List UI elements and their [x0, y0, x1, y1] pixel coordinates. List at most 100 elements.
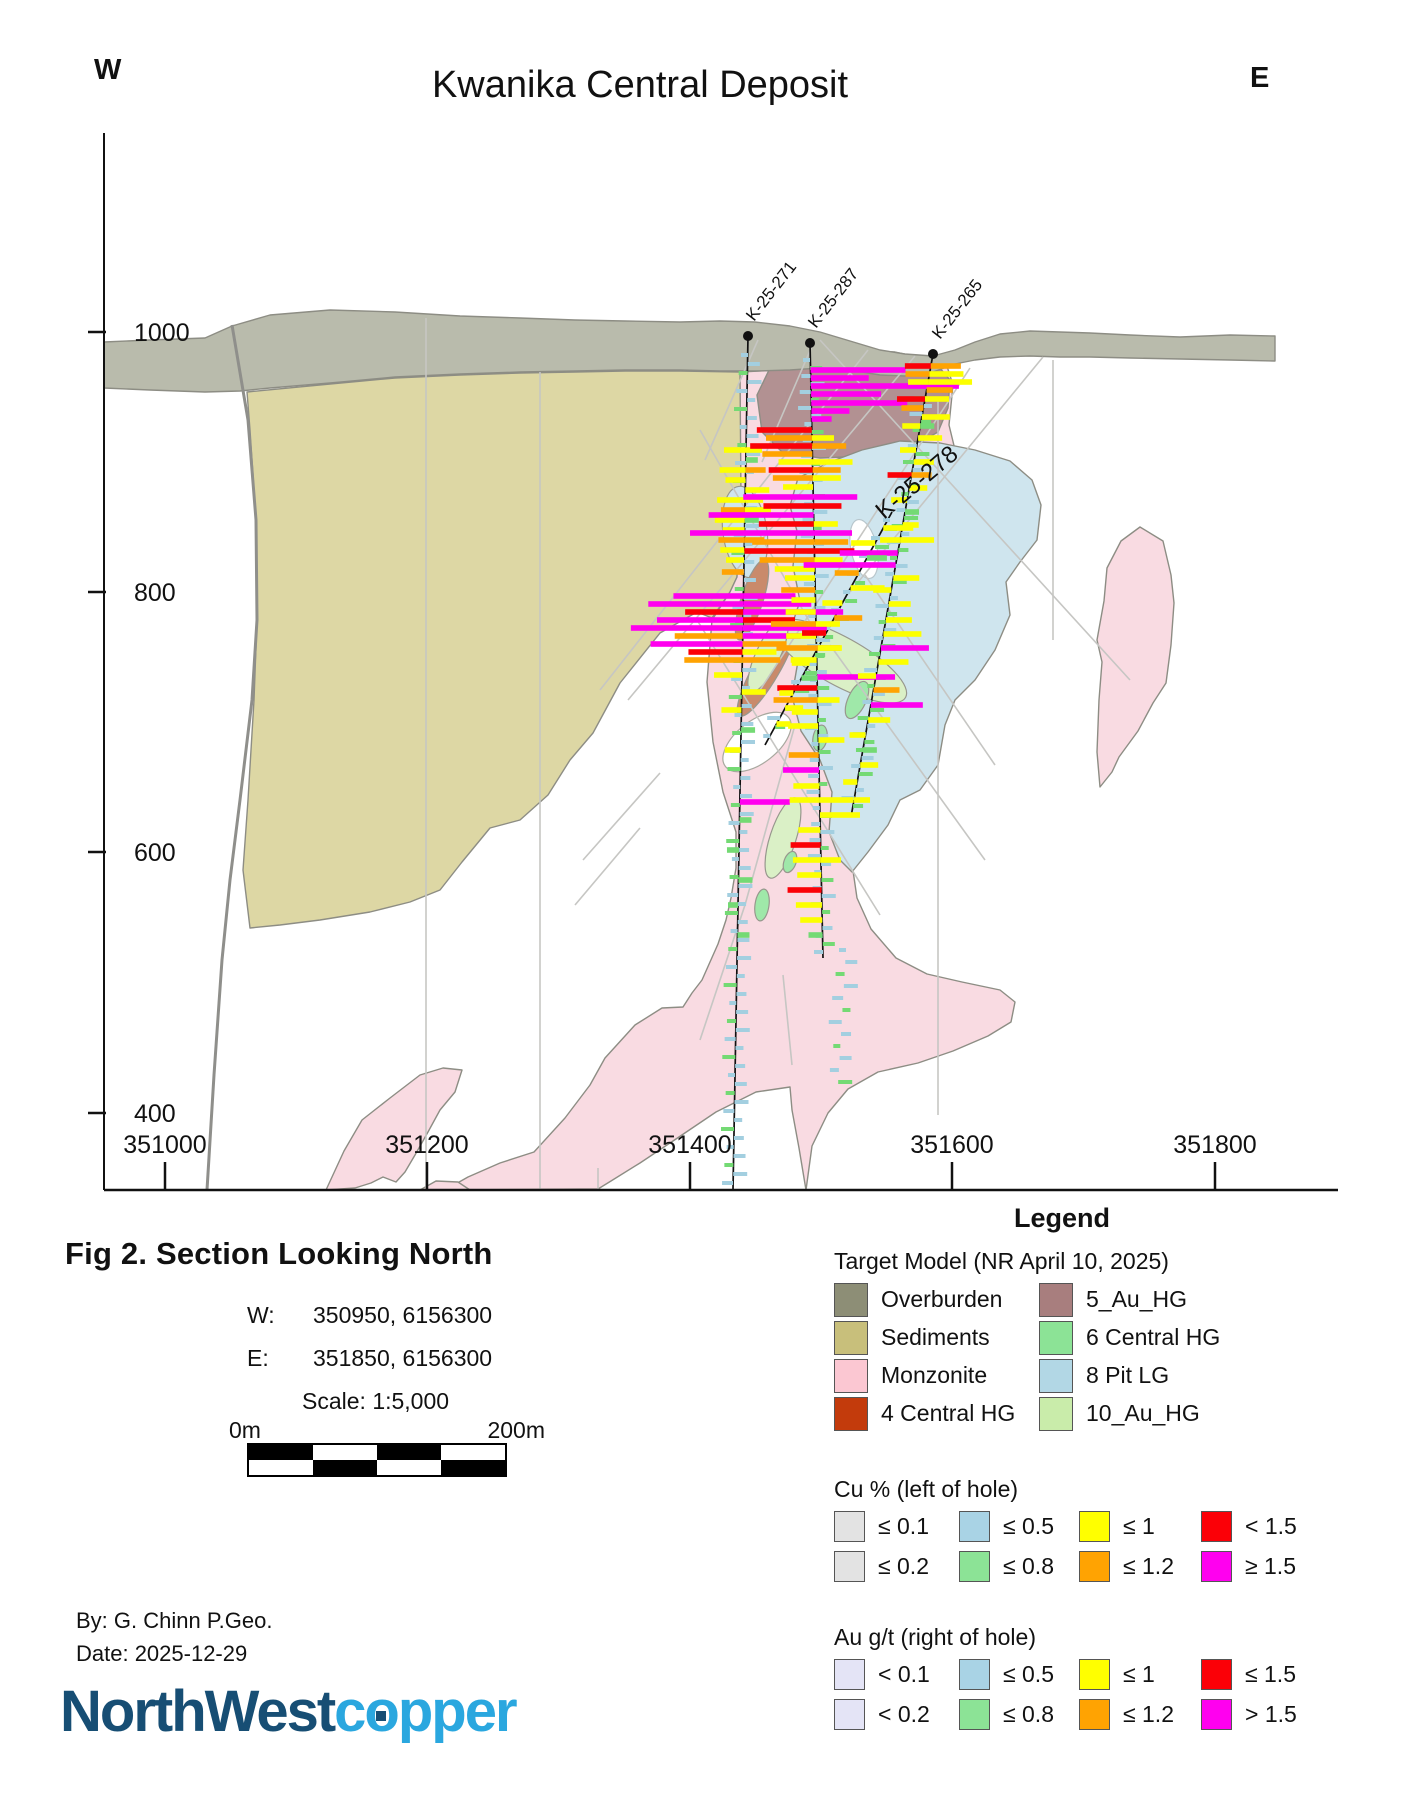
legend-item: ≤ 0.5: [959, 1510, 1079, 1542]
legend-label: ≤ 1.2: [1123, 1700, 1174, 1727]
coord-row-east: E: 351850, 6156300: [247, 1345, 665, 1372]
legend-item: ≤ 1.2: [1079, 1550, 1201, 1582]
credits: By: G. Chinn P.Geo. Date: 2025-12-29: [76, 1604, 272, 1670]
coord-east-label: E:: [247, 1345, 269, 1371]
legend-label: ≤ 1.5: [1245, 1660, 1296, 1687]
scale-bar: 0m 200m: [229, 1417, 545, 1477]
overburden-band: [103, 309, 1276, 393]
legend-item: 6 Central HG: [1039, 1320, 1322, 1355]
coord-east-value: 351850, 6156300: [313, 1345, 493, 1371]
legend-item: ≤ 0.1: [834, 1510, 959, 1542]
legend-swatch: [1201, 1658, 1232, 1690]
legend-swatch: [1039, 1358, 1073, 1393]
scale-text: Scale: 1:5,000: [302, 1388, 450, 1414]
legend-label: ≤ 0.5: [1003, 1512, 1054, 1539]
legend-item: Sediments: [834, 1320, 1039, 1355]
legend-label: 6 Central HG: [1086, 1324, 1221, 1350]
legend-swatch: [959, 1510, 990, 1542]
collar-dot-K-25-265: [928, 349, 938, 359]
legend-swatch: [834, 1358, 868, 1393]
legend-label: ≤ 1: [1123, 1660, 1155, 1687]
legend-label: ≤ 0.8: [1003, 1700, 1054, 1727]
legend-swatch: [834, 1550, 865, 1582]
au-legend-title: Au g/t (right of hole): [834, 1624, 1036, 1650]
cu-legend: ≤ 0.1 ≤ 0.5 ≤ 1 < 1.5 ≤ 0.2≤ 0.8 ≤ 1.2 ≥ 1.5: [834, 1510, 1322, 1582]
x-tick-label: 351200: [385, 1131, 468, 1159]
legend-label: ≤ 1.2: [1123, 1552, 1174, 1579]
logo-copper-rest: pper: [397, 1679, 518, 1744]
legend-swatch: [1201, 1510, 1232, 1542]
legend-label: > 1.5: [1245, 1700, 1297, 1727]
legend-item: ≤ 1.2: [1079, 1698, 1201, 1730]
legend-label: ≤ 0.1: [878, 1512, 929, 1539]
legend-item: ≤ 1: [1079, 1510, 1201, 1542]
legend-panel: Legend Target Model (NR April 10, 2025) …: [822, 1203, 1322, 1730]
legend-swatch: [1039, 1320, 1073, 1355]
legend-item: ≤ 0.8: [959, 1550, 1079, 1582]
legend-swatch: [959, 1658, 990, 1690]
legend-item: ≤ 1.5: [1201, 1658, 1351, 1690]
legend-label: 5_Au_HG: [1086, 1286, 1188, 1312]
legend-item: > 1.5: [1201, 1698, 1351, 1730]
y-tick-label: 1000: [134, 319, 190, 347]
monzonite-east-blob: [1096, 526, 1175, 788]
legend-swatch: [1201, 1698, 1232, 1730]
legend-label: ≥ 1.5: [1245, 1552, 1296, 1579]
central-hg6-blob-4: [782, 850, 798, 874]
legend-item: < 0.2: [834, 1698, 959, 1730]
legend-label: 10_Au_HG: [1086, 1400, 1200, 1426]
legend-swatch: [834, 1698, 865, 1730]
y-tick-label: 800: [134, 579, 176, 607]
x-tick-label: 351400: [648, 1131, 731, 1159]
section-coordinates: W: 350950, 6156300 E: 351850, 6156300: [247, 1302, 665, 1372]
legend-item: ≤ 0.8: [959, 1698, 1079, 1730]
cu-legend-title: Cu % (left of hole): [834, 1476, 1019, 1502]
legend-label: ≤ 1: [1123, 1512, 1155, 1539]
hole-label-K-25-271: K-25-271: [742, 258, 800, 325]
x-tick-label: 351000: [123, 1131, 206, 1159]
legend-title: Legend: [1013, 1203, 1110, 1233]
central-hg6-blob-3: [754, 888, 770, 922]
hole-label-K-25-265: K-25-265: [928, 276, 986, 343]
legend-item: ≤ 1: [1079, 1658, 1201, 1690]
legend-label: Sediments: [881, 1324, 990, 1350]
y-tick-label: 600: [134, 839, 176, 867]
legend-label: < 1.5: [1245, 1512, 1297, 1539]
legend-item: 8 Pit LG: [1039, 1358, 1322, 1393]
logo-northwest: NorthWest: [60, 1679, 336, 1744]
legend-swatch: [1039, 1396, 1073, 1431]
sediments-body: [242, 370, 746, 929]
legend-label: 8 Pit LG: [1086, 1362, 1170, 1388]
legend-item: < 1.5: [1201, 1510, 1351, 1542]
orientation-west-label: W: [94, 54, 122, 86]
monzonite-sw-sliver: [325, 1067, 463, 1191]
legend-swatch: [1201, 1550, 1232, 1582]
legend-item: Monzonite: [834, 1358, 1039, 1393]
geology-layer: [103, 309, 1276, 1191]
legend-item: ≤ 0.2: [834, 1550, 959, 1582]
legend-swatch: [959, 1698, 990, 1730]
figure-caption: Fig 2. Section Looking North: [65, 1236, 493, 1271]
legend-swatch: [834, 1510, 865, 1542]
orientation-east-label: E: [1250, 62, 1270, 94]
legend-label: < 0.2: [878, 1700, 930, 1727]
legend-swatch: [1079, 1550, 1110, 1582]
coord-west-value: 350950, 6156300: [313, 1302, 493, 1328]
legend-item: < 0.1: [834, 1658, 959, 1690]
legend-item: ≥ 1.5: [1201, 1550, 1351, 1582]
author-line: By: G. Chinn P.Geo.: [76, 1608, 273, 1633]
legend-item: Overburden: [834, 1282, 1039, 1317]
legend-swatch: [1079, 1658, 1110, 1690]
logo-copper-o-target-icon: o: [364, 1679, 399, 1744]
legend-swatch: [1039, 1282, 1073, 1317]
assay-bars: [630, 363, 973, 938]
legend-swatch: [1079, 1510, 1110, 1542]
legend-swatch: [834, 1320, 868, 1355]
coord-row-west: W: 350950, 6156300: [247, 1302, 665, 1329]
legend-item: ≤ 0.5: [959, 1658, 1079, 1690]
au-legend: < 0.1≤ 0.5 ≤ 1 ≤ 1.5 < 0.2 ≤ 0.8 ≤ 1.2 > 1.5: [834, 1658, 1322, 1730]
legend-swatch: [959, 1550, 990, 1582]
x-tick-label: 351800: [1173, 1131, 1256, 1159]
